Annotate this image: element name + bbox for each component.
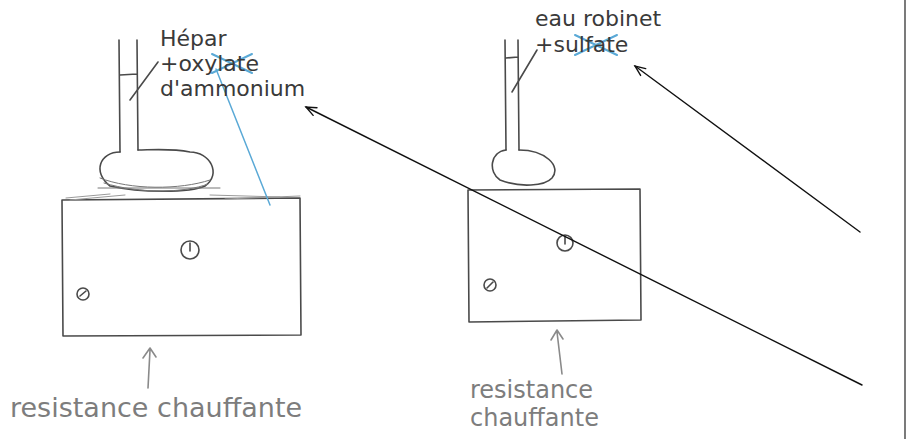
hot-plate: [62, 198, 301, 336]
arrow-head: [306, 107, 317, 115]
plate-screw: [77, 288, 89, 300]
plate-knob: [557, 235, 573, 251]
flask-base: [100, 150, 213, 192]
plate-screw: [484, 279, 496, 291]
pointer-arrow: [551, 330, 563, 374]
leader-line: [130, 62, 158, 100]
plate-screw-mark: [487, 282, 493, 288]
test-tube: [505, 40, 519, 150]
pointer-arrow: [306, 107, 862, 385]
knob-mark: [189, 243, 191, 251]
arrow-head: [635, 66, 646, 75]
pointer-arrow: [143, 348, 156, 388]
flask-shading: [98, 178, 220, 191]
pointer-arrow: [635, 66, 860, 232]
leader-line: [512, 50, 537, 92]
plate-screw-mark: [80, 291, 86, 296]
hot-plate: [468, 189, 641, 322]
flask-base: [492, 150, 555, 185]
plate-knob: [181, 241, 199, 259]
handwritten-label: Hépar +oxylate d'ammonium: [160, 26, 298, 101]
test-tube: [119, 40, 138, 152]
pencil-shading: [66, 194, 300, 200]
page-margin-line: [904, 0, 905, 439]
handwritten-label: resistance chauffante: [470, 376, 620, 432]
handwritten-label: eau robinet +sulfate: [535, 6, 685, 58]
handwritten-label: resistance chauffante: [10, 392, 302, 424]
